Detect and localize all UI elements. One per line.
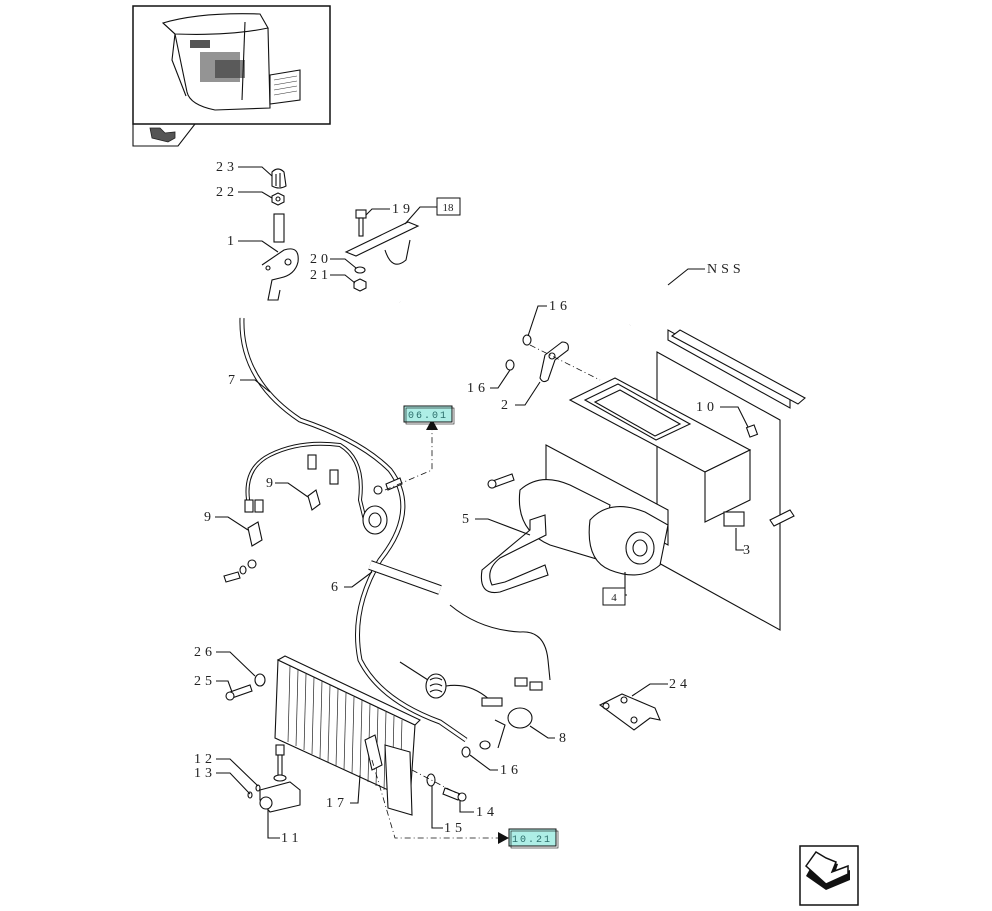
callout-19: 19 — [392, 202, 414, 217]
cable-nss — [399, 254, 670, 327]
bracket-part-24 — [598, 693, 661, 731]
next-page-button[interactable] — [799, 845, 859, 906]
callout-3: 3 — [743, 543, 754, 558]
valve-part-11 — [259, 744, 301, 813]
knob-part-23 — [271, 168, 287, 189]
screw-left-housing — [487, 473, 515, 489]
callout-7: 7 — [228, 373, 239, 388]
ref-path-bottom — [371, 759, 500, 839]
callout-11: 11 — [281, 831, 302, 846]
washer-part-26 — [254, 673, 266, 687]
ref-arrow-top — [426, 419, 438, 430]
wiring-harness-part-6 — [244, 441, 551, 691]
callout-8: 8 — [559, 731, 570, 746]
ref-box-bottom[interactable]: 10.21 — [508, 828, 559, 849]
callout-4-box: 4 — [602, 587, 626, 606]
callout-12: 12 — [194, 752, 216, 767]
connector-part-9-upper — [307, 489, 321, 511]
nut-part-21 — [353, 278, 367, 292]
panel-part-18 — [344, 221, 420, 265]
callout-18: 18 — [443, 202, 455, 214]
bolt-part-14 — [442, 787, 467, 802]
callout-2: 2 — [501, 398, 512, 413]
bolt-part-19 — [355, 209, 367, 237]
callout-13: 13 — [194, 766, 216, 781]
nut-part-22 — [271, 192, 285, 206]
callout-21: 21 — [310, 268, 332, 283]
callout-6: 6 — [331, 580, 342, 595]
bracket-part-5 — [480, 514, 549, 594]
callout-16-bottom: 16 — [500, 763, 522, 778]
heater-housing-part-3 — [545, 329, 806, 631]
bolt-part-10 — [745, 424, 759, 438]
washer-part-15 — [426, 773, 436, 787]
screw-right — [769, 509, 795, 527]
ref-label-bottom: 10.21 — [512, 835, 552, 846]
callout-25: 25 — [194, 674, 216, 689]
callout-1: 1 — [227, 234, 238, 249]
cab-overview-thumbnail[interactable] — [132, 5, 331, 125]
switch-part-1 — [261, 213, 299, 301]
bolt-part-25 — [225, 684, 253, 701]
ref-box-top[interactable]: 06.01 — [403, 405, 455, 425]
callout-26: 26 — [194, 645, 216, 660]
callout-9-lower: 9 — [204, 510, 215, 525]
callout-nss: NSS — [707, 262, 745, 277]
washer-part-16-top — [522, 334, 532, 346]
callout-23: 23 — [216, 160, 238, 175]
ref-arrow-bottom — [498, 832, 509, 844]
callout-20: 20 — [310, 252, 332, 267]
connector-part-9-lower — [247, 521, 263, 547]
callout-15: 15 — [444, 821, 466, 836]
lever-part-2 — [539, 341, 569, 383]
heater-core-part-17 — [274, 655, 421, 816]
callout-labels: 23 22 1 19 18 20 21 NSS 16 16 2 7 10 9 9… — [194, 160, 754, 846]
screw-harness — [373, 477, 403, 495]
next-page-arrow-icon — [805, 851, 850, 890]
washer-part-20 — [354, 266, 366, 274]
callout-18-box: 18 — [436, 197, 461, 216]
blower-motor-part-4 — [518, 479, 669, 576]
callout-22: 22 — [216, 185, 238, 200]
callout-5: 5 — [462, 512, 473, 527]
oring-part-12 — [255, 784, 261, 792]
ref-label-top: 06.01 — [408, 411, 448, 422]
callout-14: 14 — [476, 805, 498, 820]
back-arrow-icon — [149, 127, 176, 143]
callout-16-mid: 16 — [467, 381, 489, 396]
callout-24: 24 — [669, 677, 691, 692]
cable-part-7 — [239, 317, 468, 743]
screw-small-left — [223, 559, 257, 583]
washer-part-16-mid — [505, 359, 515, 371]
callout-17: 17 — [326, 796, 348, 811]
thermostat-part-8 — [399, 661, 533, 758]
callout-9-upper: 9 — [266, 476, 277, 491]
thumbnail-tab[interactable] — [132, 123, 196, 147]
ref-path-top — [384, 428, 433, 491]
callout-10: 10 — [696, 400, 718, 415]
callout-16-top: 16 — [549, 299, 571, 314]
callout-4: 4 — [611, 592, 617, 604]
